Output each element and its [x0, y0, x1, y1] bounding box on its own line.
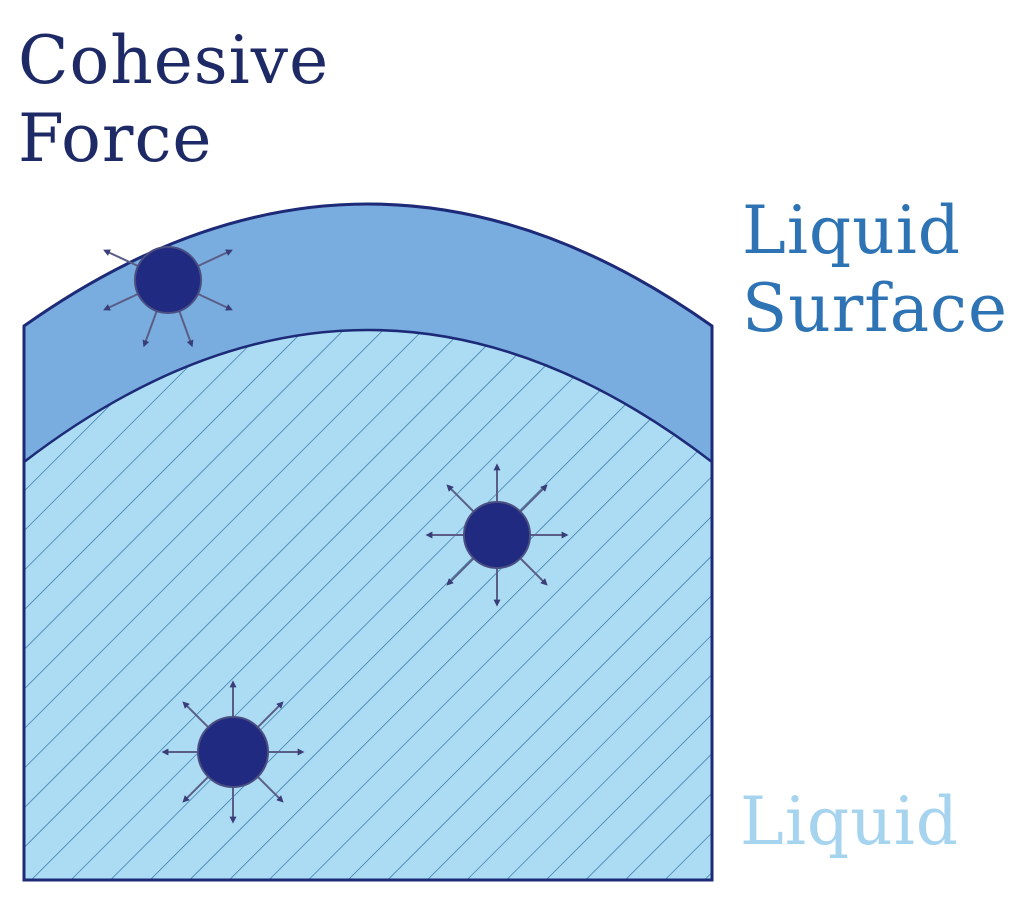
cohesive-force-label-line-1: Cohesive: [18, 22, 330, 99]
force-arrow: [446, 554, 478, 586]
force-arrow: [516, 554, 548, 586]
surface-molecule: [103, 246, 233, 348]
force-arrow: [446, 484, 478, 516]
bulk-molecule-lower: [161, 680, 305, 824]
liquid-label: Liquid: [740, 783, 960, 860]
cohesive-force-label: Cohesive Force: [18, 22, 329, 178]
bulk-molecule-upper: [425, 463, 569, 607]
liquid-surface-label-line-1: Liquid: [742, 192, 962, 269]
container-outline: [22, 202, 714, 882]
molecule-circle: [463, 501, 531, 569]
force-arrow: [103, 291, 143, 311]
force-arrow: [176, 306, 194, 348]
molecule-circle: [134, 246, 202, 314]
liquid-surface-label-line-2: Surface: [742, 270, 1009, 347]
cohesive-force-label-line-2: Force: [18, 100, 213, 177]
force-arrow: [142, 306, 160, 348]
force-arrow: [193, 249, 233, 269]
force-arrow: [182, 701, 212, 731]
force-arrow: [516, 484, 548, 516]
force-arrow: [103, 249, 143, 269]
force-arrow: [182, 773, 212, 803]
molecule-circle: [197, 716, 269, 788]
molecules-layer: [103, 246, 569, 824]
force-arrow: [254, 773, 284, 803]
force-arrow: [193, 291, 233, 311]
force-arrow: [254, 701, 284, 731]
liquid-surface-label: Liquid Surface: [742, 192, 1008, 348]
surface-boundary-line: [23, 328, 713, 463]
liquid-body: [24, 330, 712, 880]
